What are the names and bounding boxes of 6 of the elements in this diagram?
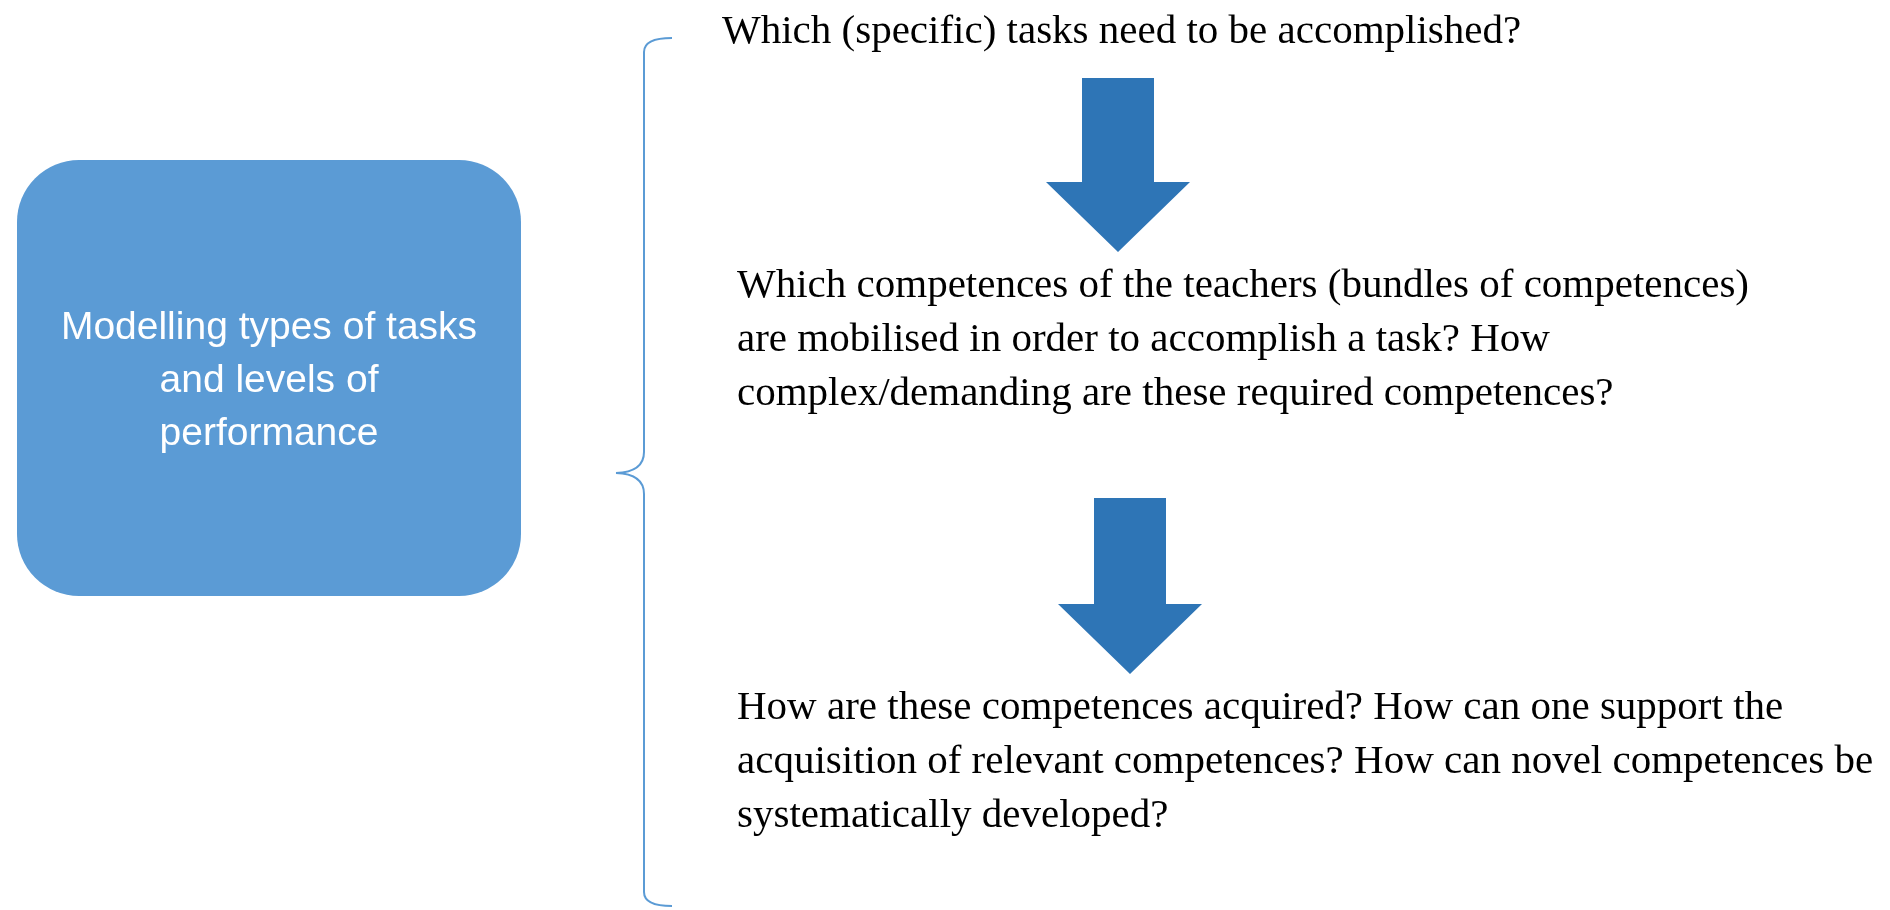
rounded-box: Modelling types of tasks and levels of performance [17,160,521,596]
question-text: Which competences of the teachers (bundles of competences) are mobilised in order to accomplish a task? How complex/demanding are these required competences? [737,256,1767,480]
question-text: How are these competences acquired? How can one support the acquisition of relevant competences? How can novel competences be systematically developed? [737,678,1877,848]
block-arrow [1046,78,1190,252]
block-arrow [1058,498,1202,674]
question-text: Which (specific) tasks need to be accomplished? [722,2,1882,60]
